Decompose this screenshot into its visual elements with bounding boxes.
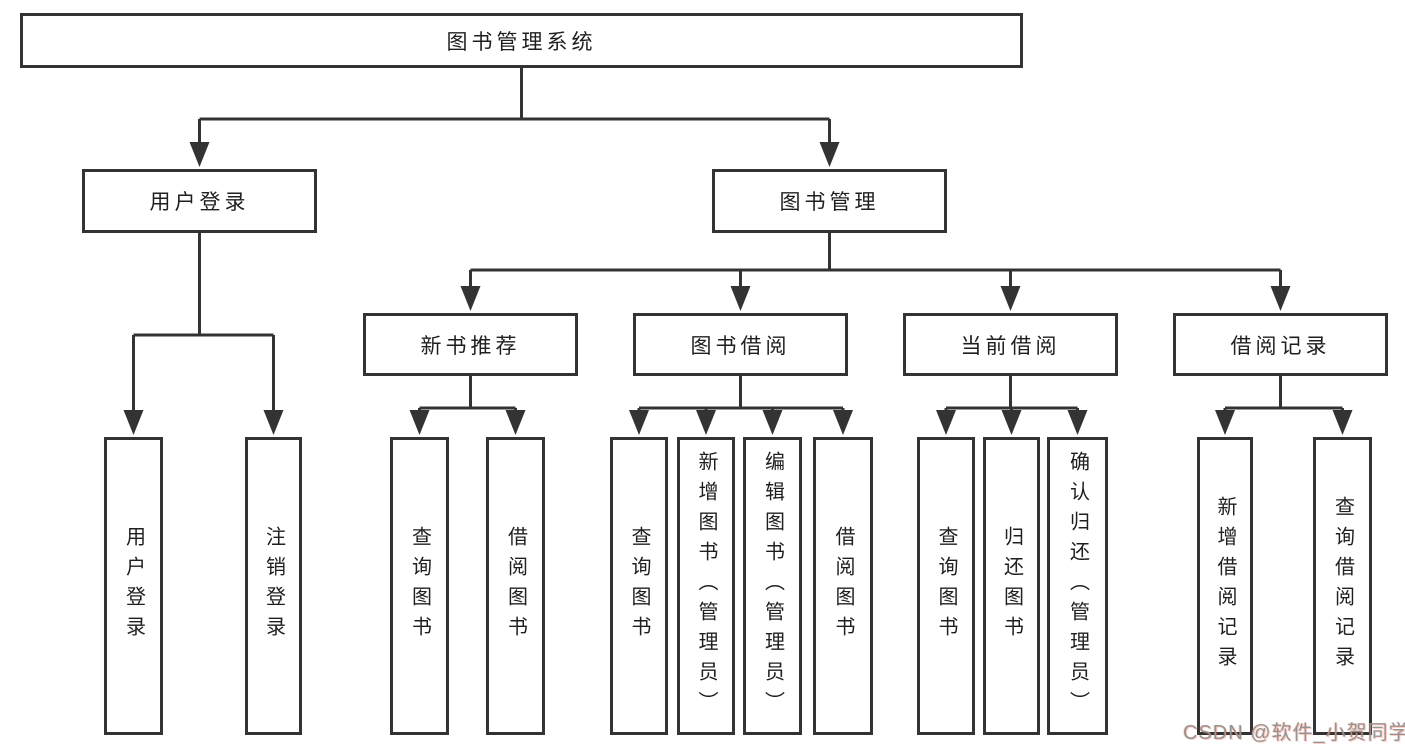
leaf-query-book-recommend: 查询图书 (390, 437, 449, 735)
node-user-login: 用户登录 (82, 169, 317, 233)
node-label: 图书管理 (779, 191, 880, 214)
leaf-query-book-borrow: 查询图书 (610, 437, 668, 735)
node-label: 图书管理系统 (446, 30, 597, 54)
node-label: 当前借阅 (960, 334, 1061, 358)
node-label: 借阅记录 (1230, 334, 1331, 358)
node-label: 图书借阅 (690, 334, 791, 358)
leaf-query-borrow-record: 查询借阅记录 (1313, 437, 1372, 735)
node-book-management: 图书管理 (712, 169, 947, 233)
leaf-edit-book-admin: 编辑图书（管理员） (743, 437, 802, 735)
node-new-book-recommend: 新书推荐 (363, 313, 578, 376)
leaf-logout: 注销登录 (245, 437, 302, 735)
node-borrow-records: 借阅记录 (1173, 313, 1388, 376)
leaf-return-book: 归还图书 (983, 437, 1040, 735)
node-library-management-system: 图书管理系统 (20, 13, 1023, 68)
leaf-borrow-book: 借阅图书 (813, 437, 873, 735)
node-book-borrow: 图书借阅 (633, 313, 848, 376)
node-current-borrow: 当前借阅 (903, 313, 1118, 376)
leaf-add-book-admin: 新增图书（管理员） (677, 437, 735, 735)
leaf-user-login: 用户登录 (104, 437, 163, 735)
node-label: 新书推荐 (420, 334, 521, 358)
leaf-confirm-return-admin: 确认归还（管理员） (1047, 437, 1108, 735)
node-label: 用户登录 (149, 191, 250, 214)
leaf-borrow-book-recommend: 借阅图书 (486, 437, 545, 735)
csdn-watermark: CSDN @软件_小贺同学 (1183, 722, 1405, 744)
leaf-query-book-current: 查询图书 (917, 437, 975, 735)
leaf-add-borrow-record: 新增借阅记录 (1197, 437, 1253, 735)
